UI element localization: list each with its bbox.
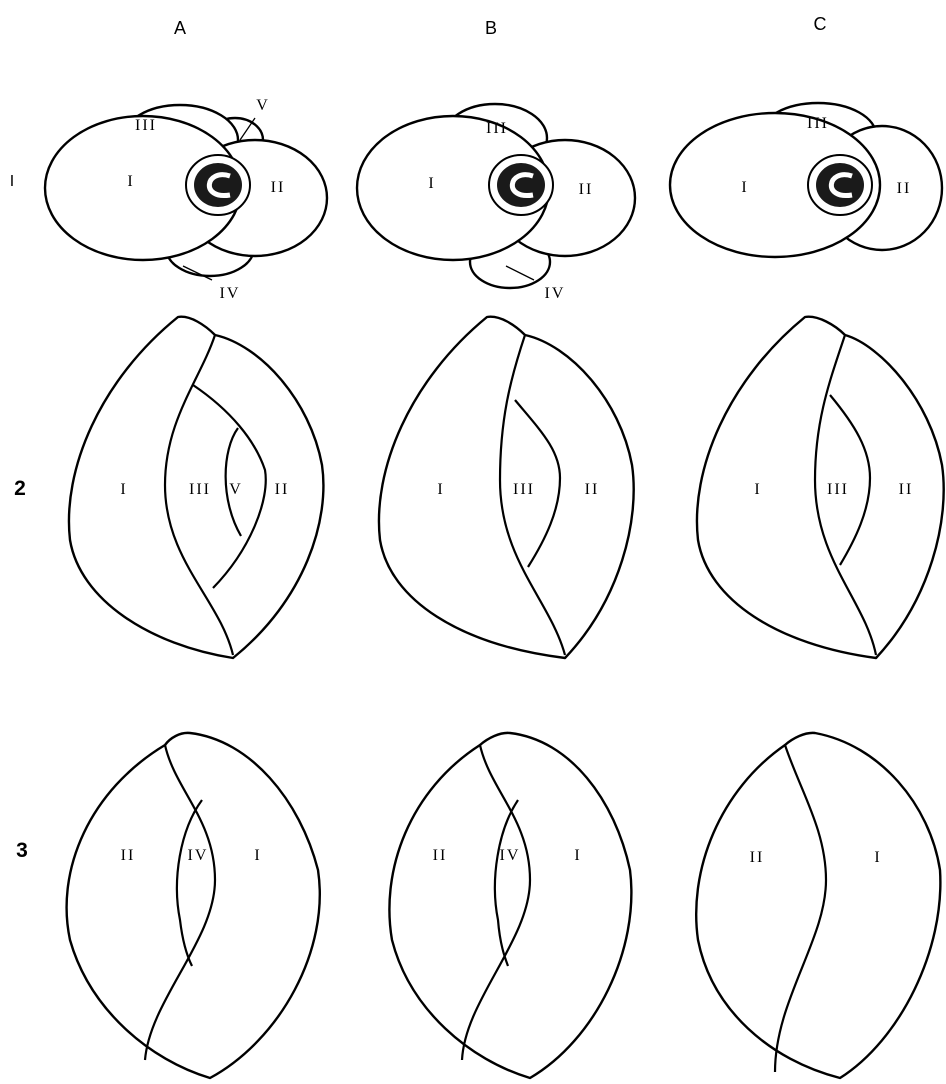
label-ii: II <box>271 179 286 196</box>
label-iv: IV <box>500 847 521 864</box>
panel-b1: III I II IV <box>357 104 635 302</box>
label-iv: IV <box>220 285 241 302</box>
panel-a3: II IV I <box>67 733 320 1078</box>
label-ii: II <box>585 481 600 498</box>
row-label-3: 3 <box>16 839 28 862</box>
label-ii: II <box>121 847 136 864</box>
center-core <box>816 163 864 207</box>
label-iii: III <box>513 481 535 498</box>
label-ii: II <box>899 481 914 498</box>
panel-c2: I III II <box>697 317 944 658</box>
label-i: I <box>120 481 127 498</box>
center-core <box>194 163 242 207</box>
label-iv: IV <box>188 847 209 864</box>
column-header-a: A <box>174 18 186 38</box>
row-label-2: 2 <box>14 477 26 500</box>
flower-outline <box>696 733 940 1078</box>
label-iii: III <box>486 120 508 137</box>
label-i: I <box>741 179 748 196</box>
label-i: I <box>254 847 261 864</box>
label-iii: III <box>189 481 211 498</box>
label-iii: III <box>807 115 829 132</box>
label-i: I <box>754 481 761 498</box>
center-core <box>497 163 545 207</box>
column-header-b: B <box>485 18 497 38</box>
label-ii: II <box>750 849 765 866</box>
label-iii: III <box>135 117 157 134</box>
label-ii: II <box>275 481 290 498</box>
row-label-1: I <box>10 173 14 190</box>
label-ii: II <box>579 181 594 198</box>
panel-c1: III I II <box>670 103 942 257</box>
label-v: V <box>229 481 243 498</box>
flower-outline <box>67 733 320 1078</box>
label-iii: III <box>827 481 849 498</box>
flower-outline <box>389 733 631 1078</box>
label-i: I <box>874 849 881 866</box>
label-ii: II <box>433 847 448 864</box>
label-ii: II <box>897 180 912 197</box>
label-i: I <box>574 847 581 864</box>
label-iv: IV <box>545 285 566 302</box>
panel-c3: II I <box>696 733 940 1078</box>
panel-a1: III V I II IV <box>45 97 327 302</box>
panel-a2: I III V II <box>69 317 323 658</box>
label-i: I <box>437 481 444 498</box>
label-i: I <box>127 173 134 190</box>
panel-b2: I III II <box>379 317 634 658</box>
column-header-c: C <box>814 14 827 34</box>
label-v: V <box>256 97 270 114</box>
panel-b3: II IV I <box>389 733 631 1078</box>
label-i: I <box>428 175 435 192</box>
